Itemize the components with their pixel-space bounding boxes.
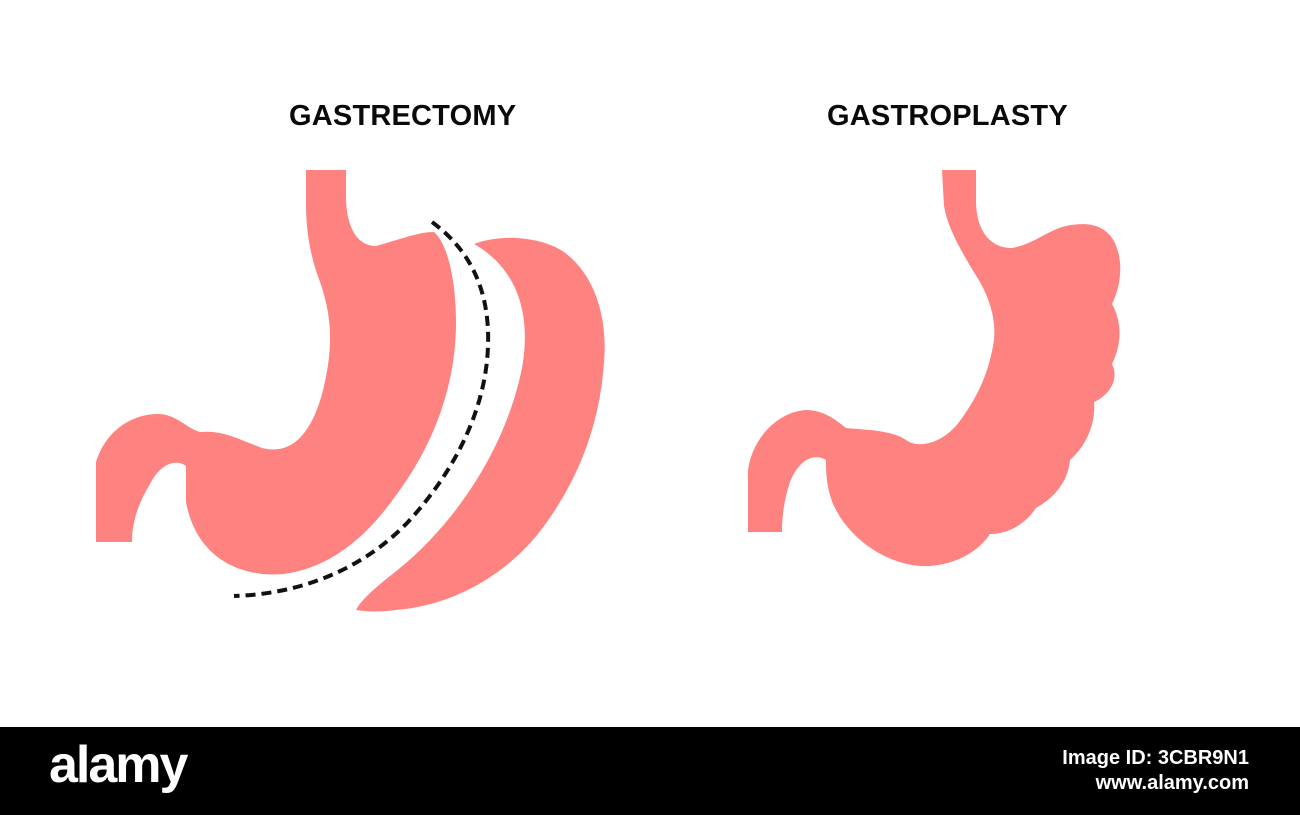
alamy-logo: alamy — [49, 736, 188, 794]
remaining-stomach-shape — [96, 170, 456, 575]
illustration-canvas — [96, 170, 1121, 612]
image-id-label: Image ID: 3CBR9N1 — [1062, 747, 1249, 769]
gastroplasty-stomach-shape — [748, 170, 1121, 567]
title-gastroplasty: GASTROPLASTY — [827, 100, 1068, 132]
title-gastrectomy: GASTRECTOMY — [289, 100, 517, 132]
brand-url: www.alamy.com — [1095, 772, 1249, 794]
resected-portion-shape — [356, 237, 605, 612]
cut-line-dashed — [233, 220, 491, 598]
footer-bar: alamy Image ID: 3CBR9N1 www.alamy.com — [0, 727, 1300, 815]
